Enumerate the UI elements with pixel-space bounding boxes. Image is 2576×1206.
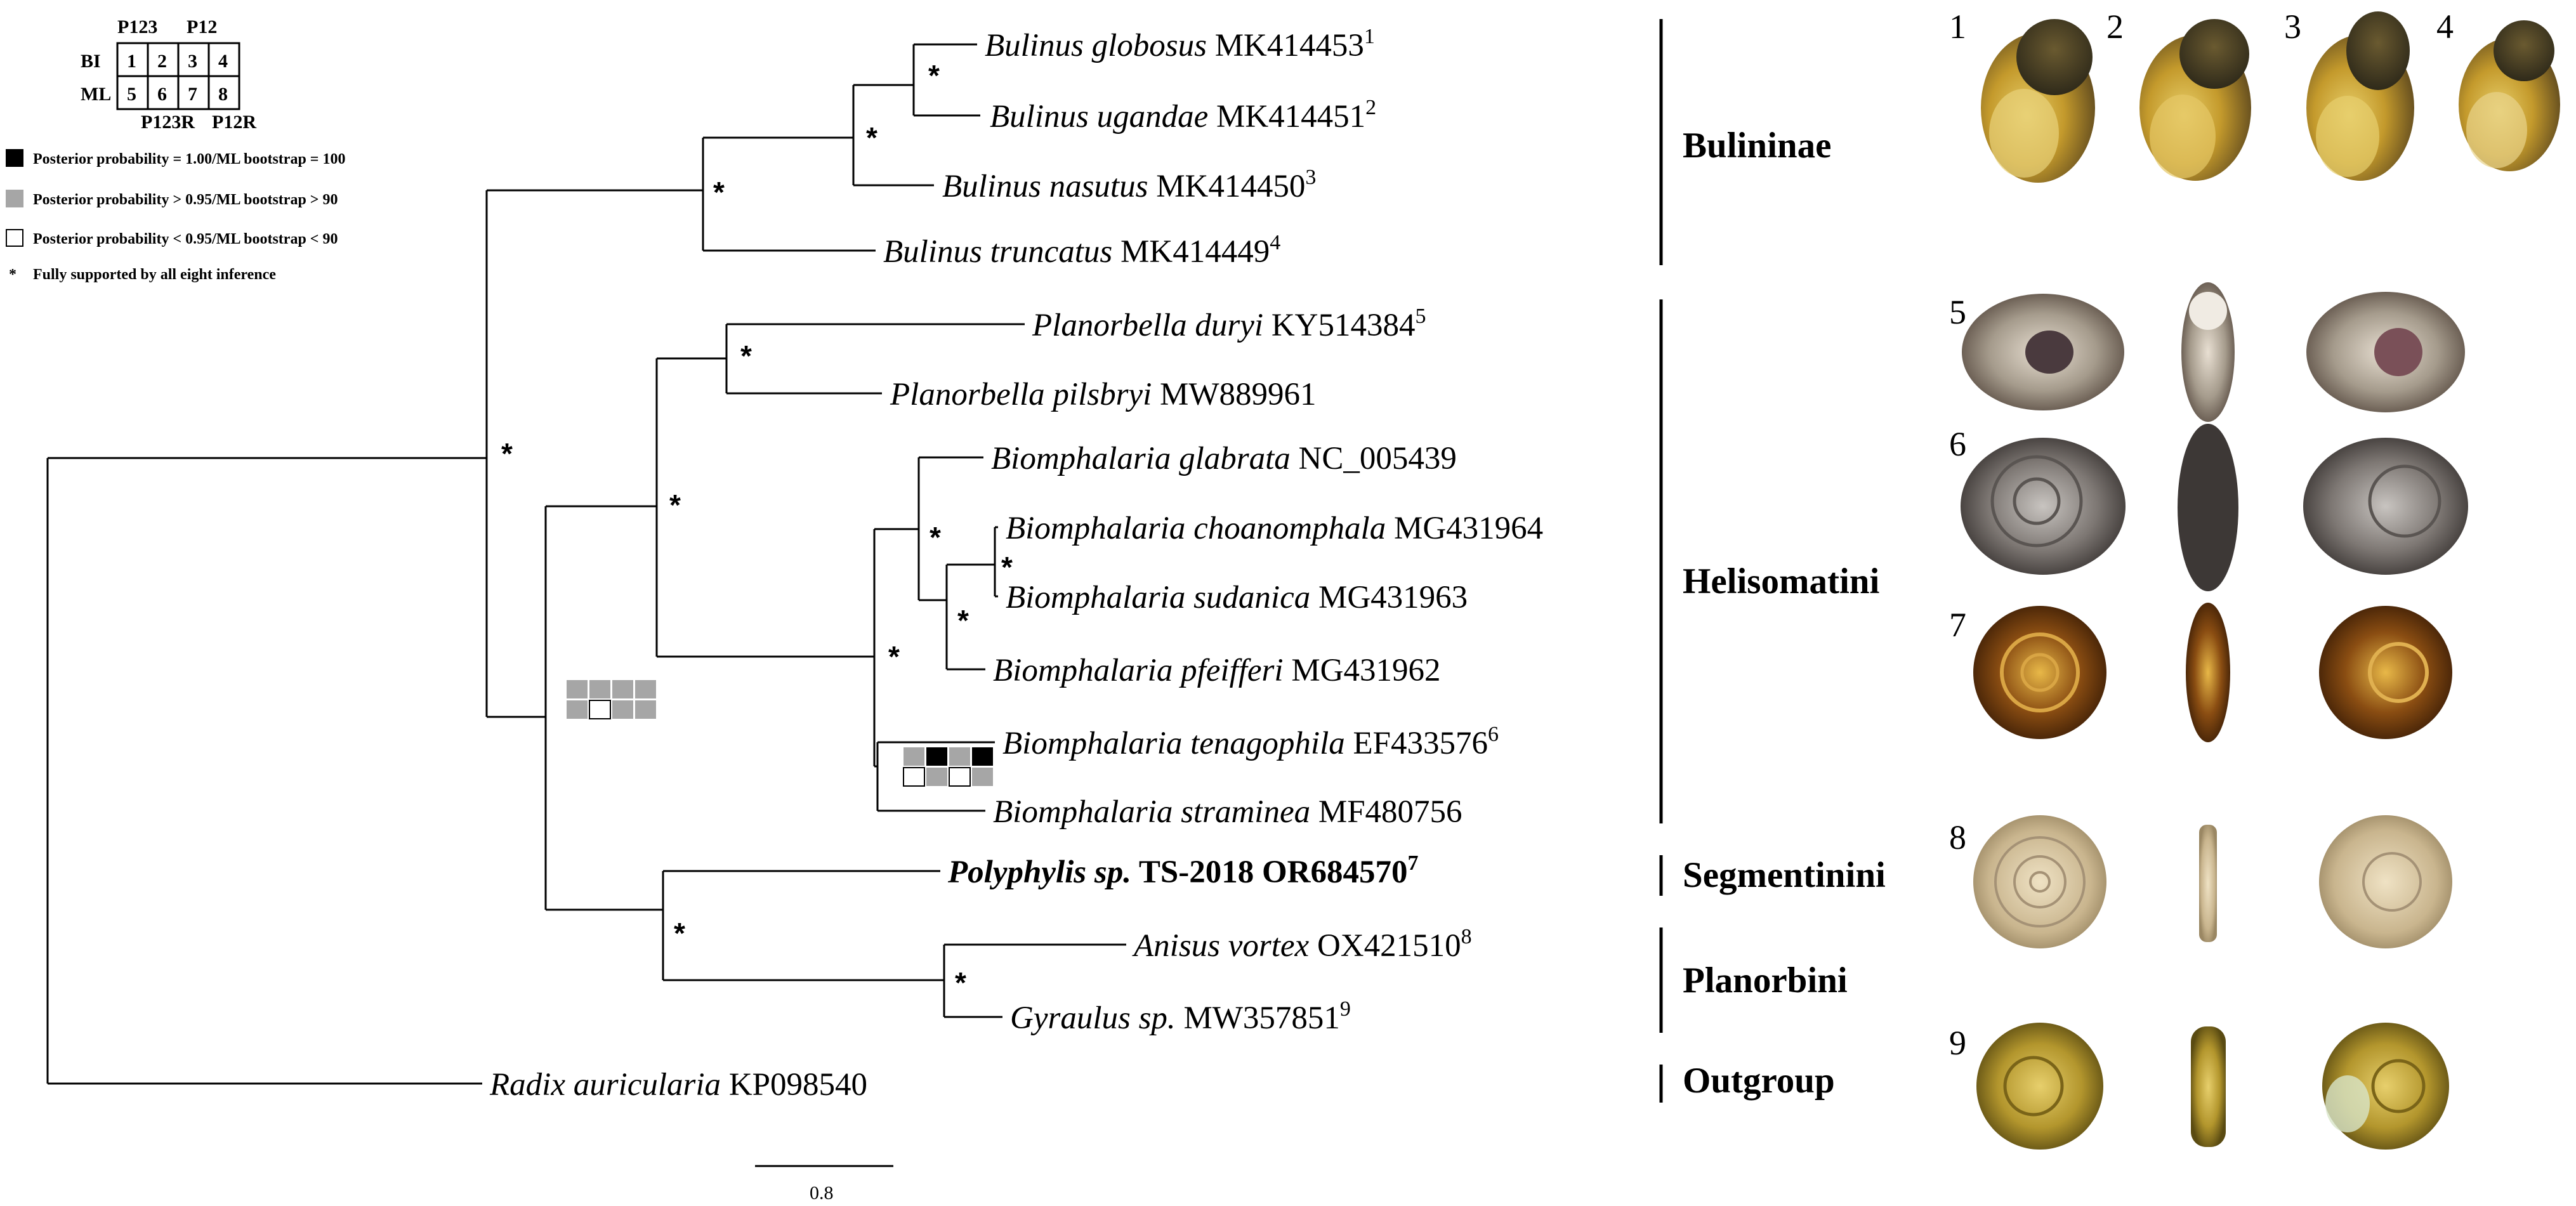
taxon-labels: Bulinus globosus MK4144531 Bulinus ugand… [489,25,1543,1103]
shell-number: 2 [2106,8,2124,46]
legend-row-label-bi: BI [81,51,101,72]
taxon-label: Biomphalaria pfeifferi MG431962 [993,653,1441,688]
taxon-label: Gyraulus sp. MW3578519 [1010,997,1351,1036]
support-box-cell [949,767,971,787]
support-star: * [930,521,941,554]
support-boxes-node-b [903,747,993,787]
taxon-label: Bulinus ugandae MK4144512 [990,96,1376,134]
legend: P123 P12 BI ML 1 2 3 4 5 6 7 8 P123R P12… [6,16,345,283]
taxon-label: Radix auricularia KP098540 [489,1067,867,1103]
shell-polyphylis-image [1973,603,2452,742]
shell-anisus-vortex-image [1973,815,2452,948]
shell-number: 5 [1949,293,1966,331]
clade-label-planorbini: Planorbini [1683,960,1848,1000]
shell-number: 3 [2284,8,2301,46]
taxon-label: Bulinus nasutus MK4144503 [942,166,1316,204]
support-box-cell [635,680,656,698]
support-box-cell [589,680,610,698]
support-box-cell [972,768,993,786]
scale-bar-label: 0.8 [810,1183,834,1203]
shell-number: 9 [1949,1024,1966,1062]
clade-label-bulininae: Bulininae [1683,126,1831,166]
shell-gyraulus-image [1976,1023,2449,1150]
taxon-label: Biomphalaria choanomphala MG431964 [1006,511,1543,546]
legend-grid-cell: 8 [218,84,228,105]
shell-photos: 1 2 3 4 5 [1949,8,2560,1150]
shell-planorbella-duryi-image [1962,282,2465,422]
support-star: * [955,966,966,999]
support-star: * [957,604,969,637]
support-box-cell [589,700,611,719]
taxon-label: Planorbella pilsbryi MW889961 [890,377,1316,412]
tree-branches [46,43,1126,1085]
taxon-label: Biomphalaria straminea MF480756 [993,794,1462,830]
taxon-label: Planorbella duryi KY5143845 [1032,305,1426,343]
support-box-cell [972,747,993,766]
legend-star-icon: * [9,266,16,283]
support-star: * [669,488,681,521]
support-star: * [674,917,685,950]
legend-grid [116,42,240,110]
taxon-label: Biomphalaria glabrata NC_005439 [991,441,1457,476]
support-box-cell [903,767,925,787]
legend-grid-cell: 7 [188,84,197,105]
support-box-cell [904,747,924,766]
support-box-cell [949,747,970,766]
legend-grid-cell: 2 [157,51,167,72]
support-box-cell [926,747,947,766]
legend-grid-cell: 4 [218,51,228,72]
clade-label-outgroup: Outgroup [1683,1061,1835,1101]
shell-number: 7 [1949,606,1966,644]
taxon-label: Biomphalaria sudanica MG431963 [1006,580,1468,615]
legend-text-star: Fully supported by all eight inference [33,266,276,283]
shell-bulinus-truncatus-image [2459,20,2560,171]
support-box-cell [567,700,588,719]
legend-swatch-white [6,229,23,247]
support-star: * [928,59,940,92]
legend-text-gray: Posterior probability > 0.95/ML bootstra… [33,192,338,208]
support-box-cell [612,680,633,698]
support-star: * [740,339,752,372]
shell-number: 4 [2436,8,2454,46]
legend-bottom-label-p123r: P123R [141,112,195,133]
shell-bulinus-globosus-image [1981,19,2095,183]
shell-bulinus-ugandae-image [2139,19,2251,181]
support-box-cell [635,700,656,719]
support-box-cell [926,768,947,786]
support-star: * [1001,551,1013,584]
legend-top-label-p12: P12 [187,16,217,37]
legend-grid-cell: 1 [127,51,136,72]
taxon-label: Bulinus globosus MK4144531 [985,25,1375,63]
support-star: * [866,121,877,154]
support-star: * [713,176,725,209]
legend-row-label-ml: ML [81,84,111,105]
legend-grid-cell: 3 [188,51,197,72]
legend-top-label-p123: P123 [117,16,157,37]
taxon-label: Anisus vortex OX4215108 [1132,925,1472,964]
taxon-label: Biomphalaria tenagophila EF4335766 [1002,723,1499,761]
legend-text-black: Posterior probability = 1.00/ML bootstra… [33,151,345,167]
legend-bottom-label-p12r: P12R [212,112,256,133]
shell-number: 6 [1949,425,1966,463]
support-box-cell [567,680,588,698]
support-star: * [888,640,900,673]
legend-text-white: Posterior probability < 0.95/ML bootstra… [33,231,338,247]
taxon-label-highlighted: Polyphylis sp. TS-2018 OR6845707 [947,851,1418,890]
shell-biomphalaria-tenagophila-image [1961,424,2468,591]
clade-label-helisomatini: Helisomatini [1683,561,1879,601]
taxon-label: Bulinus truncatus MK4144494 [883,231,1280,270]
shell-number: 1 [1949,8,1966,46]
support-boxes-node-a [567,680,656,719]
support-star: * [501,437,513,470]
legend-grid-cell: 6 [157,84,167,105]
legend-swatch-gray [6,190,23,207]
legend-grid-cell: 5 [127,84,136,105]
support-box-cell [612,700,633,719]
legend-swatch-black [6,149,23,167]
support-stars: * * * * * * * * * * * * [501,59,1013,999]
shell-bulinus-nasutus-image [2306,11,2414,181]
clade-label-segmentinini: Segmentinini [1683,855,1886,895]
shell-number: 8 [1949,818,1966,856]
